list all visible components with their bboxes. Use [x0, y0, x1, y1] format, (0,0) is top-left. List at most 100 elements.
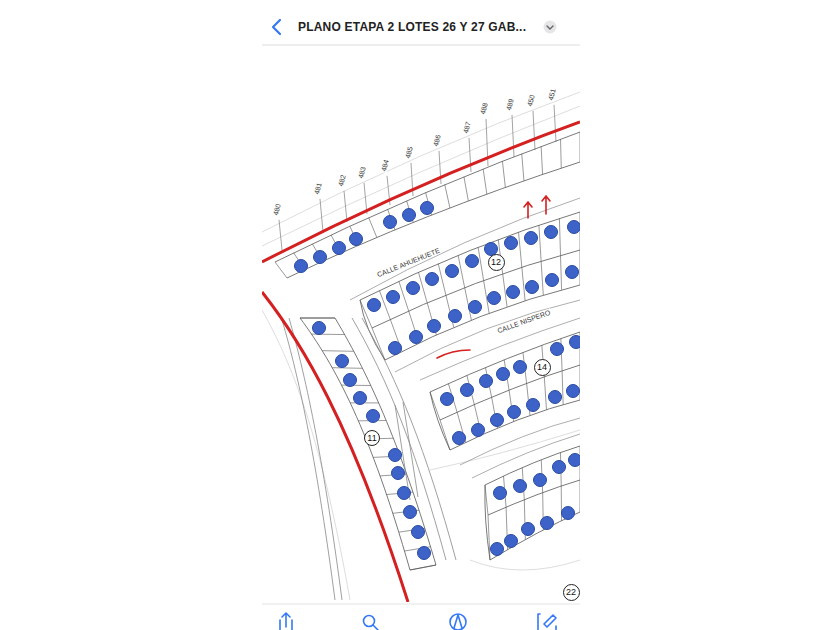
- lot-marker: [354, 392, 367, 405]
- lot-marker: [566, 266, 579, 279]
- toolbar-icons: [280, 613, 556, 630]
- lot-marker: [392, 467, 405, 480]
- menu-circle: [544, 21, 557, 34]
- lot-marker: [570, 336, 581, 349]
- lot-marker: [514, 480, 527, 493]
- lot-marker: [491, 543, 504, 556]
- lot-marker: [336, 355, 349, 368]
- lot-marker: [508, 406, 521, 419]
- lot-marker: [494, 487, 507, 500]
- lot-marker: [562, 507, 575, 520]
- lot-marker: [367, 410, 380, 423]
- back-chevron: [273, 20, 280, 34]
- lot-marker: [522, 523, 535, 536]
- lot-marker: [551, 343, 564, 356]
- block-outlines: [275, 132, 580, 600]
- lot-marker: [428, 320, 441, 333]
- lot-marker: [546, 274, 559, 287]
- lot-marker: [549, 391, 562, 404]
- lot-marker: [466, 255, 479, 268]
- markup-icon: [450, 614, 466, 630]
- lot-marker: [497, 368, 510, 381]
- lot-marker: [569, 454, 581, 467]
- lot-marker: [387, 291, 400, 304]
- block-number: 12: [491, 258, 501, 267]
- block-number-circle: 11: [364, 430, 380, 446]
- lot-markers: [295, 202, 581, 560]
- lot-marker: [453, 432, 466, 445]
- lot-number: 483: [357, 164, 367, 179]
- block-number-circle: 22: [563, 584, 580, 601]
- red-annotations: [437, 196, 550, 358]
- lot-marker: [541, 517, 554, 530]
- lot-marker: [488, 292, 501, 305]
- lot-lines: [275, 132, 580, 570]
- lot-marker: [398, 487, 411, 500]
- share-icon: [280, 613, 292, 630]
- lot-marker: [526, 281, 539, 294]
- plan-drawing: [262, 92, 580, 602]
- lot-number: 486: [432, 132, 442, 147]
- lot-marker: [469, 301, 482, 314]
- lot-number: 485: [404, 144, 414, 159]
- block-number: 22: [566, 588, 576, 597]
- edit-icon: [538, 614, 556, 630]
- block-number: 14: [537, 363, 547, 372]
- header-divider: [262, 45, 580, 46]
- lot-marker: [527, 399, 540, 412]
- lot-marker: [553, 461, 566, 474]
- toolbar-divider: [262, 604, 580, 605]
- contour-lines: [262, 92, 580, 600]
- lot-number: 481: [313, 180, 323, 195]
- block-number-circle: 14: [534, 359, 551, 376]
- lot-number: 487: [462, 119, 472, 134]
- lot-number: 488: [479, 100, 489, 115]
- lot-marker: [507, 286, 520, 299]
- lot-marker: [545, 226, 558, 239]
- lot-marker: [505, 535, 518, 548]
- lot-marker: [344, 374, 357, 387]
- lot-marker: [514, 361, 527, 374]
- lot-marker: [534, 474, 547, 487]
- lot-marker: [314, 251, 327, 264]
- lot-marker: [567, 385, 580, 398]
- lot-marker: [568, 221, 581, 234]
- lot-marker: [404, 506, 417, 519]
- lot-marker: [441, 393, 454, 406]
- lot-marker: [426, 273, 439, 286]
- lot-marker: [403, 209, 416, 222]
- leader-lines: [279, 105, 556, 250]
- lot-marker: [491, 414, 504, 427]
- lot-marker: [421, 202, 434, 215]
- lot-marker: [368, 299, 381, 312]
- document-title: PLANO ETAPA 2 LOTES 26 Y 27 GAB...: [298, 20, 526, 34]
- lot-marker: [480, 375, 493, 388]
- lot-marker: [313, 322, 326, 335]
- lot-marker: [505, 237, 518, 250]
- menu-chevron: [547, 26, 553, 29]
- lot-number: 451: [547, 86, 557, 101]
- property-boundary: [262, 122, 580, 602]
- lot-marker: [446, 265, 459, 278]
- search-handle: [373, 625, 378, 630]
- markup-pen: [454, 615, 462, 628]
- lot-marker: [350, 233, 363, 246]
- lot-marker: [461, 384, 474, 397]
- block-number: 11: [367, 434, 376, 443]
- lot-number: 480: [272, 201, 282, 216]
- lot-marker: [384, 216, 397, 229]
- lot-number: 482: [337, 172, 347, 187]
- lot-marker: [410, 331, 423, 344]
- lot-marker: [449, 310, 462, 323]
- lot-marker: [389, 449, 402, 462]
- lot-marker: [295, 260, 308, 273]
- lot-marker: [333, 242, 346, 255]
- lot-marker: [525, 232, 538, 245]
- block-number-circle: 12: [488, 254, 505, 271]
- lot-marker: [389, 342, 402, 355]
- lot-marker: [418, 547, 431, 560]
- lot-marker: [472, 424, 485, 437]
- lot-marker: [412, 526, 425, 539]
